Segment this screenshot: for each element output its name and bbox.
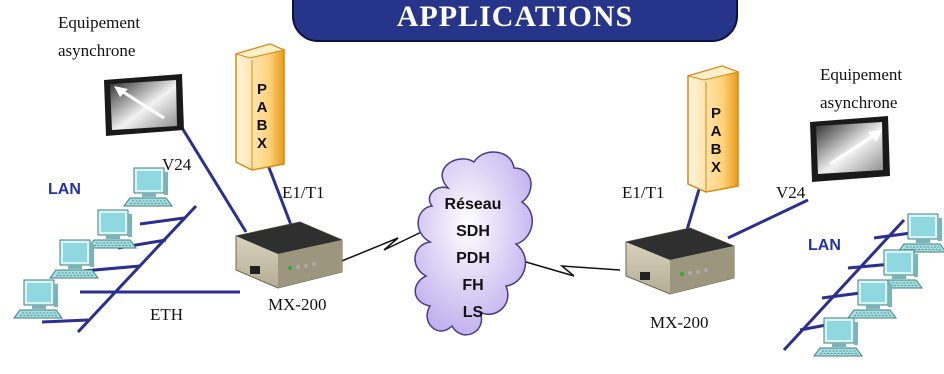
left-lan-drop-4 [41,318,89,324]
title-banner: APPLICATIONS [292,0,738,42]
right-mx200-device-icon [625,227,735,295]
left-lan-drop-1 [139,216,185,226]
left-v24-label: V24 [162,155,192,174]
right-e1t1-label: E1/T1 [622,183,665,202]
network-type: PDH [456,250,490,267]
left-pabx-letter: P [257,81,267,98]
network-type: SDH [456,223,490,240]
right-pabx-icon [686,65,740,193]
left-async-link [174,117,248,233]
left-pabx-letter: X [257,135,267,152]
left-lan-label: LAN [48,181,81,198]
network-type-list: Réseau SDH PDH FH LS [445,196,502,321]
right-pabx-letter: B [711,141,722,158]
page-title: APPLICATIONS [396,0,634,33]
right-async-label-line1: Equipement [820,65,902,84]
left-pc-icon [49,239,99,279]
left-mx200-label: MX-200 [268,295,327,314]
left-async-label-line1: Equipement [58,13,140,32]
left-async-label-line2: asynchrone [58,41,135,60]
left-async-equipment-icon [104,74,184,136]
right-lan-label: LAN [808,237,841,254]
left-wan-link [331,225,435,266]
network-type: FH [462,277,483,294]
left-pabx-letter: B [257,117,268,134]
left-pabx-letters: P A B X [257,81,268,152]
right-pabx-letter: A [711,123,722,140]
network-type: Réseau [445,196,502,213]
left-pabx-letter: A [257,99,268,116]
right-pc-icon [847,279,897,319]
left-pc-icon [87,209,137,249]
left-mx200-device-icon [235,221,343,289]
left-pc-icon [13,279,63,319]
right-async-label-line2: asynchrone [820,93,897,112]
left-eth-label: ETH [150,305,183,324]
right-mx200-label: MX-200 [650,313,709,332]
left-lan-bus [76,204,198,334]
left-e1t1-label: E1/T1 [282,183,325,202]
right-async-link [727,198,809,240]
right-pabx-letter: X [711,159,721,176]
right-pc-icon [813,317,863,357]
network-cloud-icon [414,151,533,336]
left-pabx-icon [234,43,286,171]
right-async-equipment-icon [810,116,890,182]
right-pabx-letters: P A B X [711,105,722,176]
right-wan-link [525,261,621,277]
right-v24-label: V24 [776,183,806,202]
network-type: LS [463,304,484,321]
right-pabx-letter: P [711,105,721,122]
